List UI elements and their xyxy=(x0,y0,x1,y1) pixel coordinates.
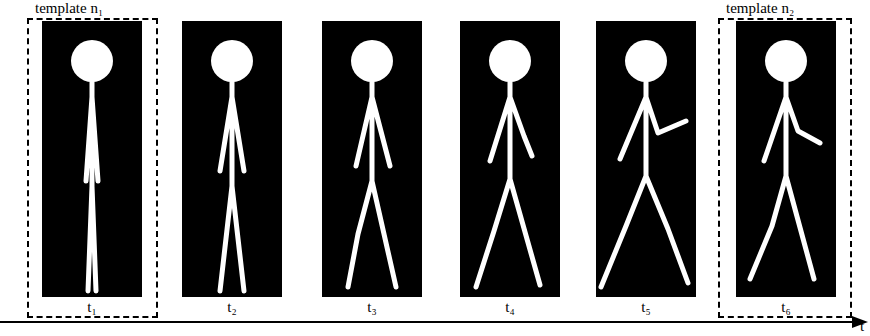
frame-panel: t₃ xyxy=(322,21,422,297)
stick-figure xyxy=(750,40,820,279)
frame-label: t₁ xyxy=(42,299,142,316)
frame-panel: t₅ xyxy=(596,21,696,297)
figure-limbs xyxy=(348,82,396,287)
template-box: template n₁t₁ xyxy=(27,18,158,318)
figure-limbs xyxy=(601,82,688,287)
frame-label: t₅ xyxy=(596,299,696,316)
frame-label: t₄ xyxy=(460,299,560,316)
frame-panel: t₄ xyxy=(460,21,560,297)
time-axis xyxy=(0,321,854,323)
figure-limbs xyxy=(750,82,820,279)
figure-head xyxy=(351,40,393,82)
frame-panel: t₁ xyxy=(42,21,142,297)
stick-figure xyxy=(348,40,396,287)
figure-head xyxy=(489,40,531,82)
figure-limbs xyxy=(476,82,540,287)
frame-label: t₆ xyxy=(736,299,836,316)
stick-figure xyxy=(476,40,540,287)
template-label: template n₂ xyxy=(726,0,794,17)
figure-head xyxy=(765,40,807,82)
figure-limbs xyxy=(220,82,244,291)
figure-limbs xyxy=(86,82,98,291)
stick-figure xyxy=(601,40,688,287)
figure-head xyxy=(71,40,113,82)
stick-figure xyxy=(211,40,253,291)
figure-head xyxy=(625,40,667,82)
axis-arrowhead xyxy=(852,316,868,328)
frame-panel: t₂ xyxy=(182,21,282,297)
template-label: template n₁ xyxy=(35,0,103,17)
stick-figure xyxy=(71,40,113,291)
figure-head xyxy=(211,40,253,82)
frame-label: t₃ xyxy=(322,299,422,316)
frame-label: t₂ xyxy=(182,299,282,316)
axis-label: t xyxy=(860,318,864,335)
template-box: template n₂t₆ xyxy=(718,18,852,318)
frame-panel: t₆ xyxy=(736,21,836,297)
